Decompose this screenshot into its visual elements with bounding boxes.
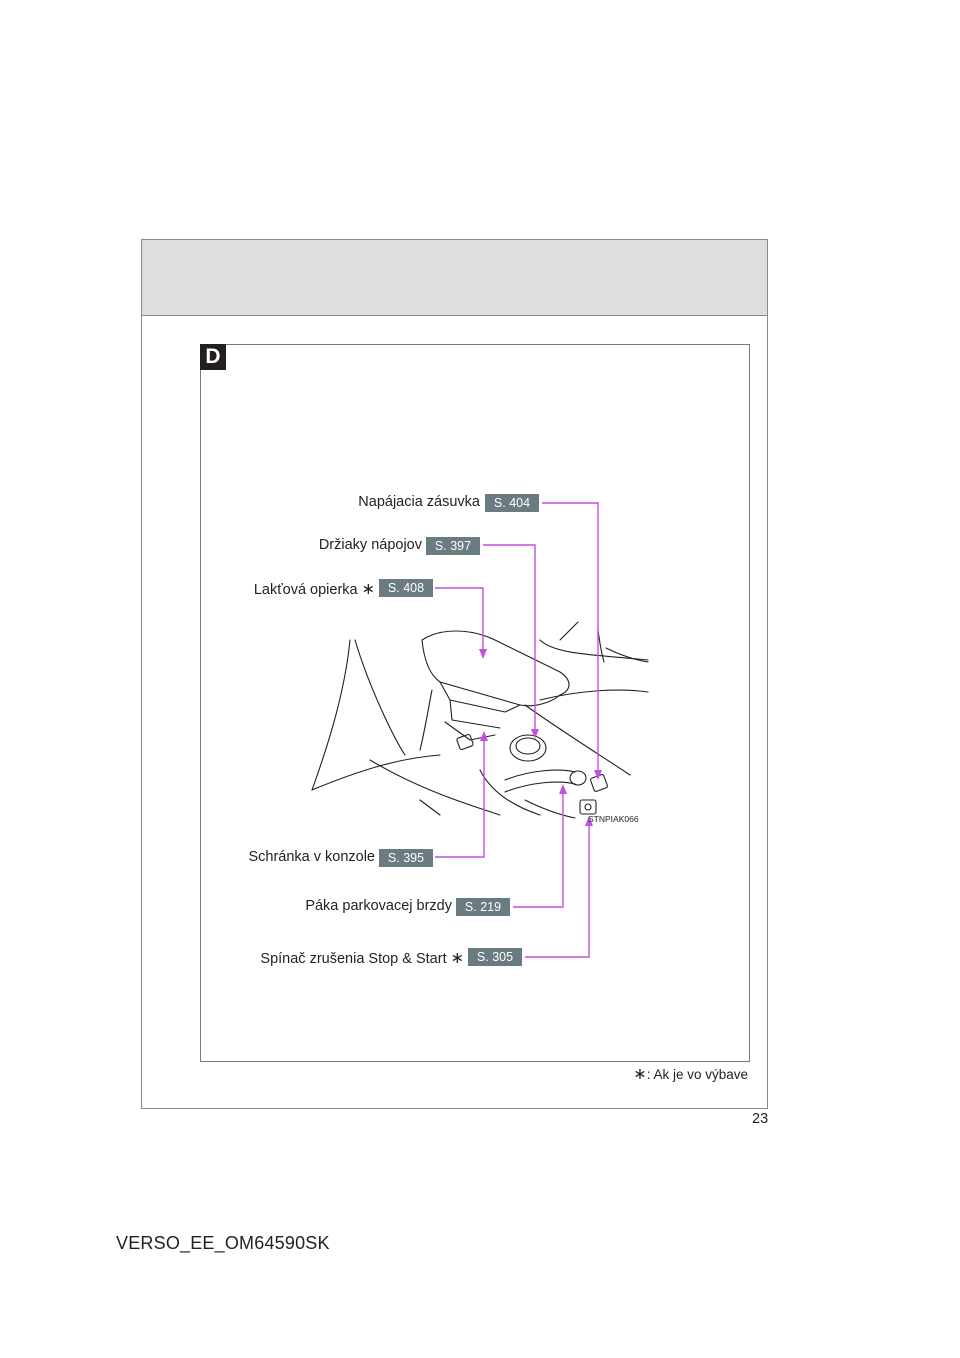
label-power-outlet: Napájacia zásuvka [358,494,480,510]
label-console-box: Schránka v konzole [248,849,375,865]
ref-cup-holders[interactable]: S. 397 [426,537,480,555]
page-frame [141,239,768,1109]
leader-armrest [435,587,484,655]
label-stop-start: Spínač zrušenia Stop & Start∗ [260,950,464,967]
right-seat-line [605,647,649,663]
label-parking-brake: Páka parkovacej brzdy [305,898,452,914]
left-seat-inner [369,759,501,816]
leader-cup-holders [483,544,536,735]
console-floor-2 [524,799,576,819]
arrow-stop-start [585,816,593,826]
figure-code: STNPIAK066 [588,814,639,824]
asterisk-stop-start: ∗ [450,950,464,967]
brake-knob [569,770,587,786]
left-seat-bolster [311,754,441,791]
section-box [200,344,750,1062]
label-armrest: Lakťová opierka∗ [253,581,375,598]
right-seat-cushion [524,704,631,776]
ref-parking-brake[interactable]: S. 219 [456,898,510,916]
right-seat-back [597,629,605,663]
ref-armrest[interactable]: S. 408 [379,579,433,597]
right-seat-top [559,621,579,641]
footnote-asterisk: ∗ [633,1066,647,1083]
arrow-console-box [480,731,488,741]
ref-stop-start[interactable]: S. 305 [468,948,522,966]
label-cup-holders: Držiaky nápojov [318,537,422,553]
arrow-power-outlet [594,770,602,780]
left-seat-crease [419,799,441,816]
console-floor [479,769,541,816]
arrow-parking-brake [559,784,567,794]
ref-console-box[interactable]: S. 395 [379,849,433,867]
console-box-handle [456,733,474,751]
armrest-front [421,639,561,707]
parking-brake-lever [504,769,576,781]
leader-parking-brake [513,788,564,908]
console-lid [444,721,496,741]
document-id: VERSO_EE_OM64590SK [116,1233,330,1253]
section-tab: D [200,344,226,370]
parking-brake-lever-2 [504,781,576,793]
right-seat-outline [539,639,649,661]
asterisk-armrest: ∗ [361,581,375,598]
armrest-top [421,630,570,696]
leader-stop-start [525,820,590,958]
console-mid [449,699,501,729]
ref-power-outlet[interactable]: S. 404 [485,494,539,512]
arrow-cup-holders [531,729,539,739]
leader-power-outlet [542,502,599,776]
left-seat-outline [311,639,351,791]
stop-start-switch-shape [579,799,597,815]
page-number: 23 [752,1111,769,1127]
armrest-underside [439,681,521,713]
leader-console-box [435,735,485,858]
cup-holder-inner [515,737,541,755]
header-band [142,240,767,316]
stop-start-switch-dot [584,803,592,811]
arrow-armrest [479,649,487,659]
cup-holder-ring [509,734,547,762]
left-seat-edge [354,639,406,756]
console-left [419,689,433,751]
footnote: ∗: Ak je vo výbave [633,1066,748,1083]
